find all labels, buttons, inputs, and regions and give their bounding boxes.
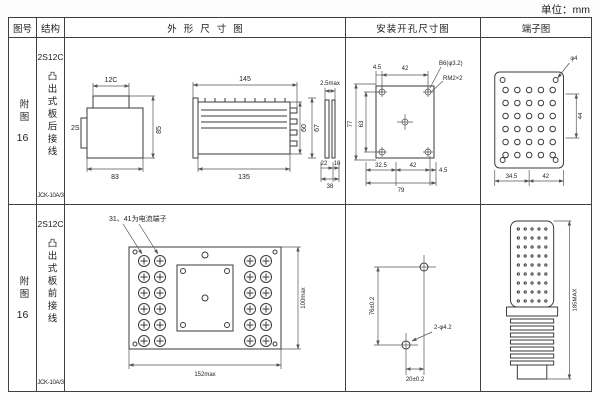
terminal-body — [494, 71, 564, 169]
header-terminal: 端子图 — [481, 18, 591, 38]
dim-42-terminal: 42 — [543, 174, 550, 180]
outline-drawing-front: 31、41为电流端子 152max 100max — [65, 205, 346, 391]
header-structure: 结构 — [37, 18, 65, 38]
dim-12c: 12C — [105, 77, 118, 84]
mount-type-row2: 凸出式板前接线 — [45, 238, 57, 326]
note-current-terminals: 31、41为电流端子 — [109, 214, 167, 223]
dim-63: 63 — [359, 120, 365, 127]
mounting-front-svg: 76±0.2 2-φ4.2 20±0.2 — [370, 255, 452, 383]
dim-32-5: 32.5 — [375, 163, 387, 169]
mounting-rear-svg: 4.5 42 B6(φ3.2) RM2×2 77 63 32.5 42 4.5 … — [348, 61, 463, 194]
terminal-dims — [494, 62, 580, 186]
terminal-dots — [516, 227, 548, 303]
product-label-row2: JCK-10A/3 — [37, 380, 64, 386]
dim-145: 145 — [239, 76, 251, 83]
dim-44: 44 — [578, 112, 584, 119]
outline-front-svg: 31、41为电流端子 152max 100max — [109, 214, 307, 378]
dim-4-5-right: 4.5 — [439, 168, 448, 174]
note-rm2: RM2×2 — [443, 76, 463, 82]
fig-num-row1: 16 — [16, 131, 29, 144]
panel-section-view — [324, 99, 336, 159]
mounting-drawing-front: 76±0.2 2-φ4.2 20±0.2 — [346, 205, 481, 391]
panel-section-dims — [320, 88, 340, 182]
dim-42-top: 42 — [402, 66, 409, 72]
dim-20: 20±0.2 — [406, 377, 425, 383]
terminal-diagram-rear: φ4 34.5 42 44 — [481, 38, 591, 205]
dim-77: 77 — [348, 120, 354, 127]
terminal-diagram-front: 185MAX — [481, 205, 591, 391]
structure-row1: 2S12C 凸出式板后接线 JCK-10A/3 — [37, 38, 65, 205]
header-mounting: 安装开孔尺寸图 — [346, 18, 481, 38]
mounting-dims-front — [374, 266, 433, 375]
relay-side-profile — [506, 220, 559, 380]
fig-number-row2: 附图 16 — [9, 205, 37, 391]
dim-100max: 100max — [301, 287, 307, 308]
dim-38: 38 — [327, 184, 334, 190]
outline-drawing-rear: 12C 2S 83 85 — [65, 38, 346, 205]
model-label-row2: 2S12C — [37, 219, 64, 229]
dim-135: 135 — [238, 174, 250, 181]
front-face-body — [128, 246, 282, 350]
front-face-dims — [122, 223, 301, 369]
dim-67: 67 — [314, 124, 321, 132]
model-label-row1: 2S12C — [37, 52, 64, 62]
product-label-row1: JCK-10A/3 — [37, 193, 64, 199]
dim-25max: 2.5max — [320, 81, 340, 87]
terminal-front-svg: 185MAX — [506, 220, 578, 380]
fig-number-row1: 附图 16 — [9, 38, 37, 205]
dim-10: 10 — [334, 161, 341, 167]
note-2-phi42: 2-φ4.2 — [434, 325, 452, 331]
dim-185max: 185MAX — [572, 288, 578, 311]
dim-79: 79 — [398, 188, 405, 194]
side-view — [192, 97, 298, 159]
cutout-outline — [375, 85, 435, 159]
structure-row2: 2S12C 凸出式板前接线 JCK-10A/3 — [37, 205, 65, 391]
note-phi4: φ4 — [570, 56, 578, 62]
fig-label-row1: 附图 — [17, 98, 29, 124]
side-profile-dims — [546, 220, 572, 380]
header-fig-no: 图号 — [9, 18, 37, 38]
header-outline: 外形尺寸图 — [65, 18, 346, 38]
mounting-holes — [377, 87, 433, 157]
dim-152max: 152max — [194, 372, 215, 378]
mounting-drawing-rear: 4.5 42 B6(φ3.2) RM2×2 77 63 32.5 42 4.5 … — [346, 38, 481, 205]
note-b6: B6(φ3.2) — [439, 61, 463, 67]
front-view — [80, 95, 144, 159]
spec-table: 图号 结构 外形尺寸图 安装开孔尺寸图 端子图 附图 16 2S12C 凸出式板… — [8, 17, 592, 392]
dim-60: 60 — [301, 124, 308, 132]
side-view-dims — [192, 82, 316, 172]
fig-label-row2: 附图 — [17, 275, 29, 301]
dim-34-5: 34.5 — [506, 174, 518, 180]
fig-num-row2: 16 — [16, 308, 29, 321]
dim-76: 76±0.2 — [370, 296, 376, 315]
mounting-dims — [354, 66, 444, 186]
mounting-holes-front — [394, 255, 436, 357]
outline-rear-svg: 12C 2S 83 85 — [71, 76, 341, 190]
dim-85: 85 — [156, 126, 163, 134]
mount-type-row1: 凸出式板后接线 — [45, 71, 57, 159]
dim-22: 22 — [321, 161, 328, 167]
terminal-rear-svg: φ4 34.5 42 44 — [494, 56, 584, 186]
dim-2s: 2S — [71, 125, 80, 132]
unit-label: 单位：mm — [541, 4, 590, 16]
dim-83: 83 — [111, 174, 119, 181]
front-view-dims — [86, 83, 155, 172]
dim-4-5-top: 4.5 — [373, 65, 382, 71]
terminal-grid — [502, 86, 556, 159]
dim-42-bottom: 42 — [410, 163, 417, 169]
